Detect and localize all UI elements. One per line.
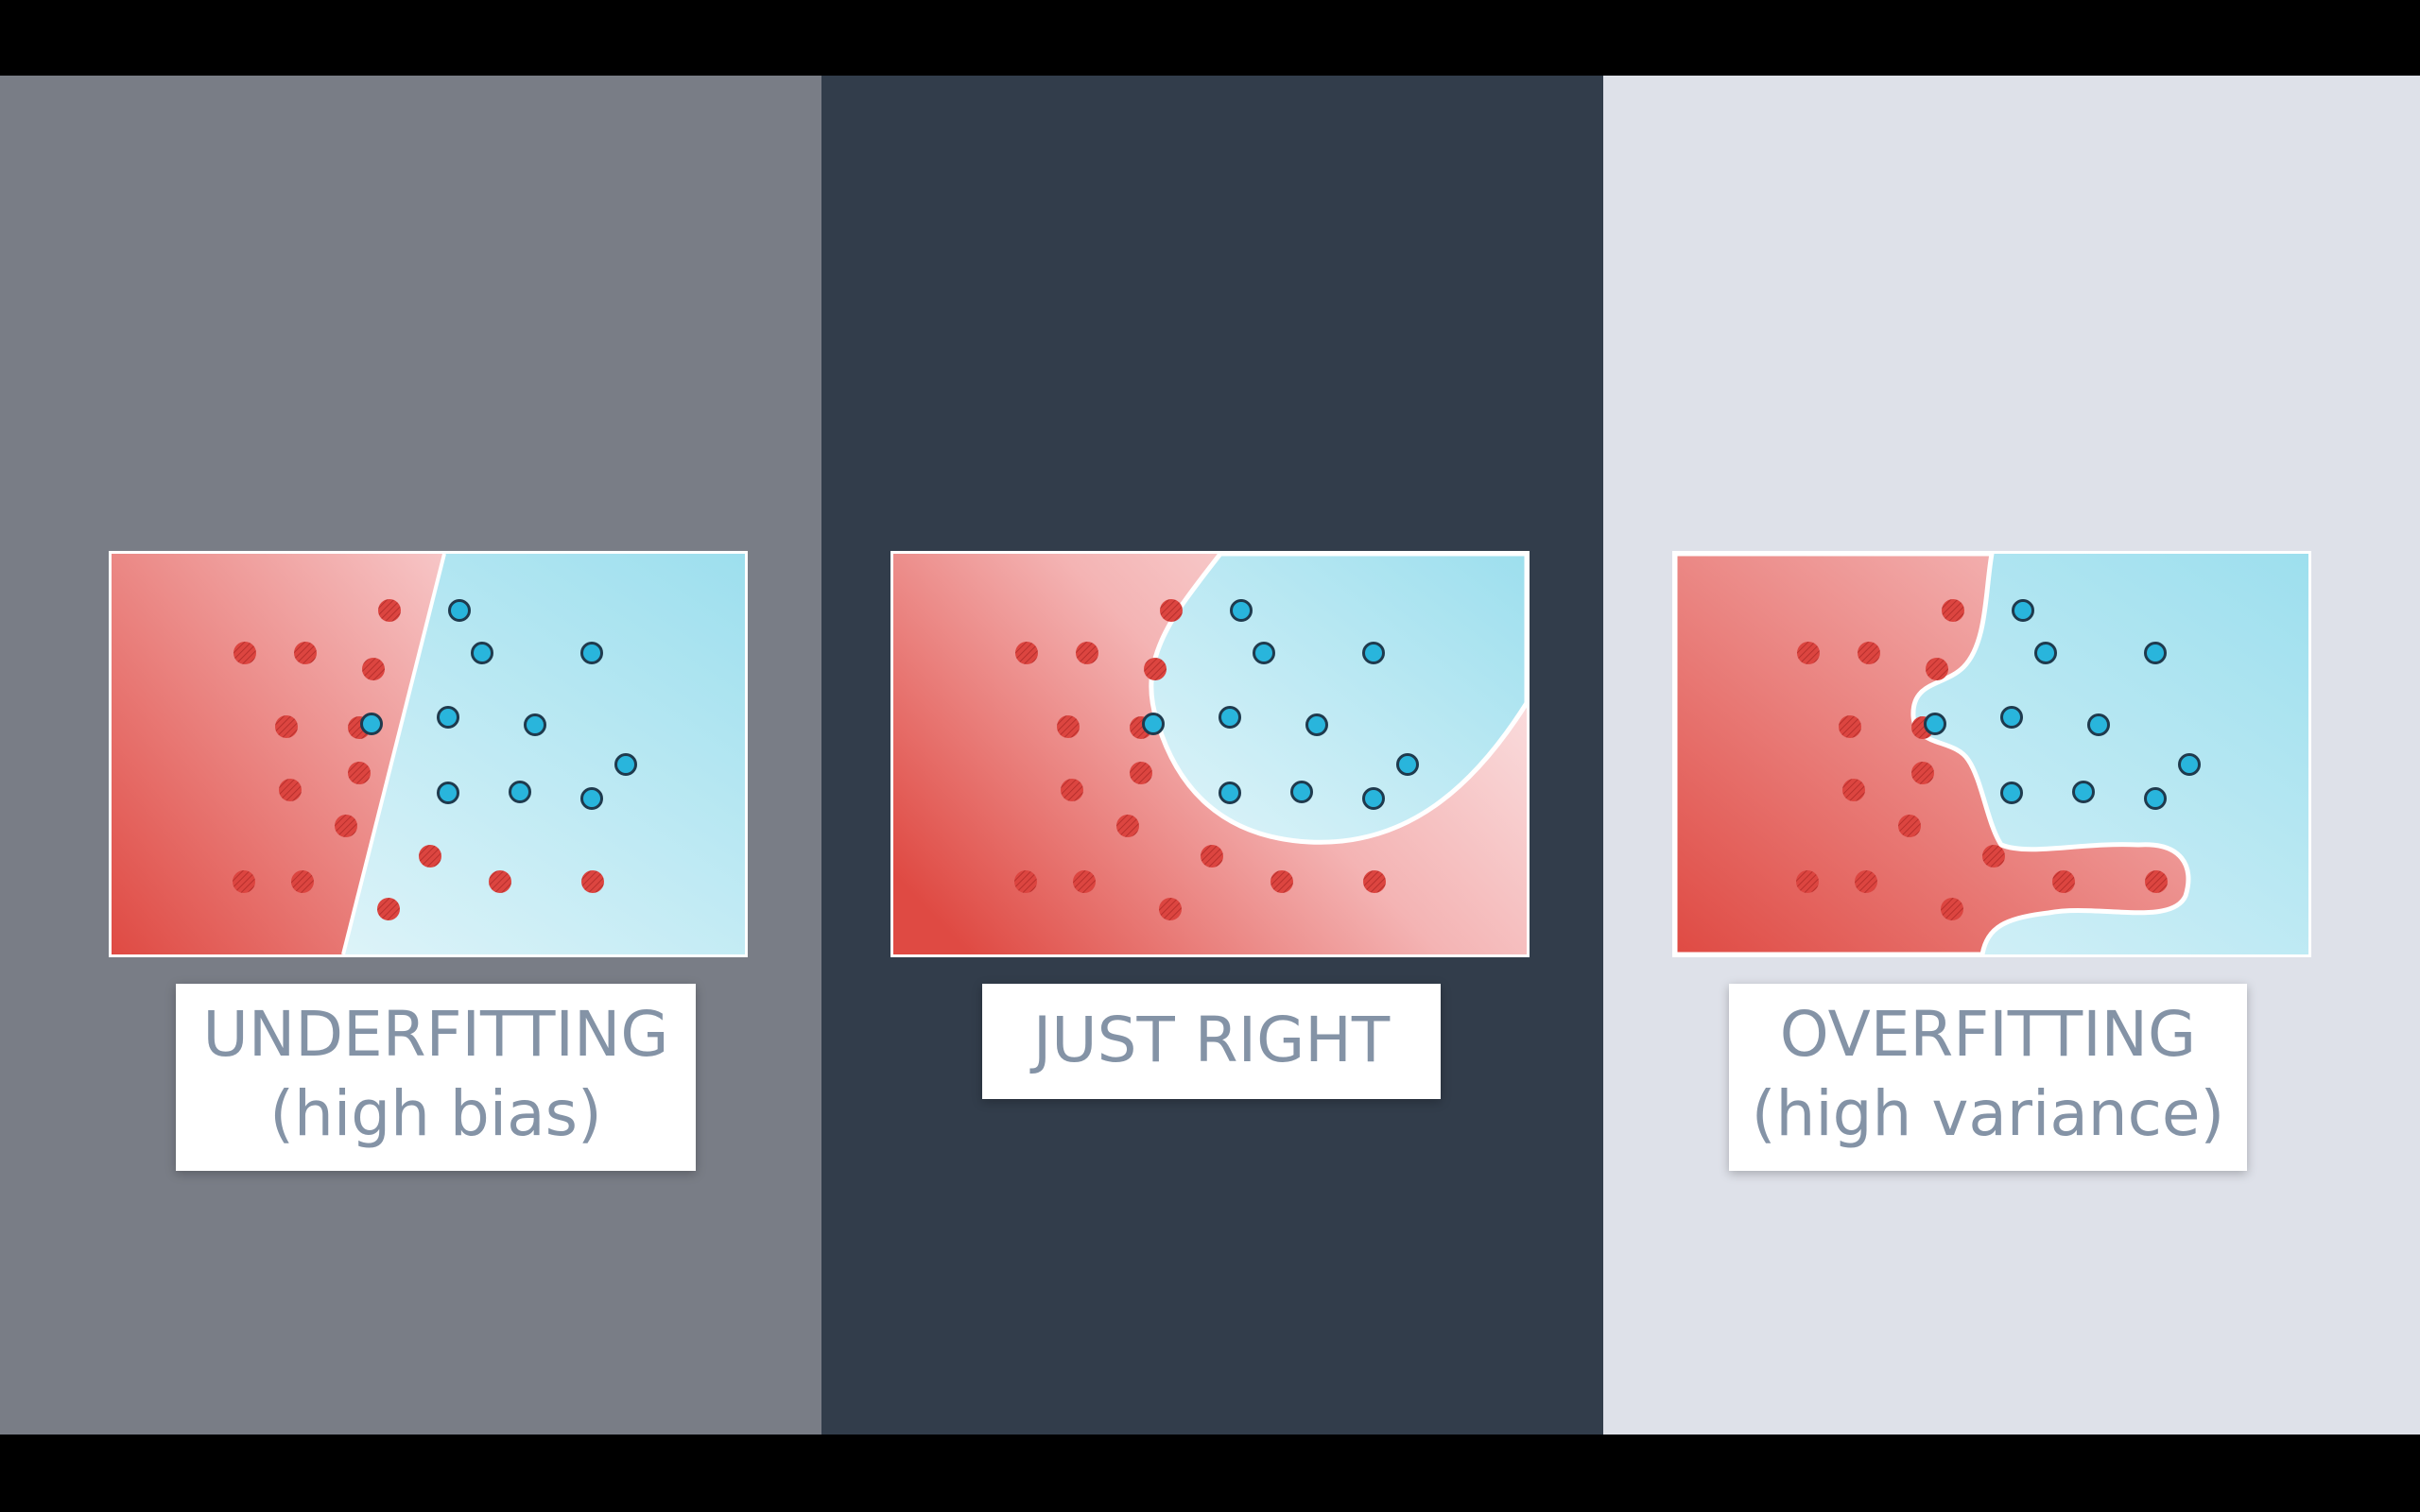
red-point xyxy=(1144,658,1167,680)
blue-point xyxy=(580,787,603,810)
blue-point xyxy=(2178,753,2201,776)
red-point xyxy=(1858,642,1880,664)
data-points xyxy=(233,599,637,920)
blue-region xyxy=(1149,554,1527,845)
blue-point xyxy=(2000,706,2023,729)
blue-point xyxy=(2087,713,2110,736)
red-point xyxy=(1270,870,1293,893)
red-point xyxy=(294,642,317,664)
overfitting-subtitle: (high variance) xyxy=(1751,1077,2225,1150)
blue-point xyxy=(2144,787,2167,810)
blue-point xyxy=(1362,787,1385,810)
red-point xyxy=(2145,870,2168,893)
underfitting-title: UNDERFITTING xyxy=(202,998,669,1071)
data-points xyxy=(1014,599,1419,920)
underfitting-subtitle: (high bias) xyxy=(269,1077,602,1150)
blue-point xyxy=(1290,781,1313,803)
blue-point xyxy=(1924,713,1946,735)
red-point xyxy=(377,898,400,920)
red-point xyxy=(335,815,357,837)
overfitting-plot-svg xyxy=(1675,554,2308,954)
red-region xyxy=(112,554,444,954)
blue-point xyxy=(2012,599,2034,622)
data-points xyxy=(1796,599,2201,920)
red-point xyxy=(1014,870,1037,893)
red-point xyxy=(1839,715,1861,738)
red-point xyxy=(362,658,385,680)
red-point xyxy=(1796,870,1819,893)
blue-point xyxy=(614,753,637,776)
blue-point xyxy=(437,706,459,729)
blue-point xyxy=(437,782,459,804)
red-point xyxy=(1057,715,1080,738)
red-point xyxy=(1159,898,1182,920)
red-point xyxy=(1130,762,1152,784)
blue-point xyxy=(524,713,546,736)
red-point xyxy=(378,599,401,622)
letterbox-bottom xyxy=(0,1435,2420,1512)
red-point xyxy=(1061,779,1083,801)
blue-point xyxy=(471,642,493,664)
red-point xyxy=(291,870,314,893)
blue-point xyxy=(2072,781,2095,803)
underfitting-plot-svg xyxy=(112,554,745,954)
blue-point xyxy=(1396,753,1419,776)
red-point xyxy=(1842,779,1865,801)
red-point xyxy=(1076,642,1098,664)
underfitting-label: UNDERFITTING (high bias) xyxy=(176,984,696,1171)
red-point xyxy=(1363,870,1386,893)
red-point xyxy=(348,762,371,784)
just-right-panel: JUST RIGHT xyxy=(821,76,1603,1435)
blue-point xyxy=(1142,713,1165,735)
overfitting-label: OVERFITTING (high variance) xyxy=(1729,984,2247,1171)
red-point xyxy=(1797,642,1820,664)
overfitting-panel: OVERFITTING (high variance) xyxy=(1603,76,2420,1435)
red-point xyxy=(1015,642,1038,664)
red-point xyxy=(1160,599,1183,622)
red-point xyxy=(1898,815,1921,837)
letterbox-top xyxy=(0,0,2420,76)
red-point xyxy=(1855,870,1877,893)
red-point xyxy=(233,870,255,893)
red-point xyxy=(581,870,604,893)
red-point xyxy=(1073,870,1096,893)
blue-point xyxy=(1219,782,1241,804)
blue-point xyxy=(2000,782,2023,804)
red-point xyxy=(1926,658,1948,680)
blue-point xyxy=(360,713,383,735)
just-right-label: JUST RIGHT xyxy=(982,984,1441,1099)
just-right-plot xyxy=(890,551,1530,957)
red-point xyxy=(1941,898,1963,920)
red-point xyxy=(1982,845,2005,868)
fitting-comparison: UNDERFITTING (high bias) xyxy=(0,76,2420,1435)
blue-point xyxy=(1219,706,1241,729)
just-right-title: JUST RIGHT xyxy=(1032,1004,1391,1076)
red-point xyxy=(1911,762,1934,784)
overfitting-plot xyxy=(1672,551,2311,957)
red-point xyxy=(2052,870,2075,893)
decision-boundary-line xyxy=(341,554,446,954)
red-point xyxy=(1201,845,1223,868)
underfitting-panel: UNDERFITTING (high bias) xyxy=(0,76,821,1435)
blue-point xyxy=(2034,642,2057,664)
blue-point xyxy=(509,781,531,803)
blue-point xyxy=(1253,642,1275,664)
blue-point xyxy=(580,642,603,664)
red-point xyxy=(275,715,298,738)
red-point xyxy=(1116,815,1139,837)
blue-point xyxy=(2144,642,2167,664)
blue-point xyxy=(448,599,471,622)
underfitting-plot xyxy=(109,551,748,957)
red-point xyxy=(419,845,441,868)
blue-point xyxy=(1362,642,1385,664)
red-point xyxy=(1942,599,1964,622)
red-point xyxy=(233,642,256,664)
blue-point xyxy=(1305,713,1328,736)
red-point xyxy=(489,870,511,893)
red-point xyxy=(279,779,302,801)
blue-point xyxy=(1230,599,1253,622)
overfitting-title: OVERFITTING xyxy=(1779,998,2197,1071)
just-right-plot-svg xyxy=(893,554,1527,954)
